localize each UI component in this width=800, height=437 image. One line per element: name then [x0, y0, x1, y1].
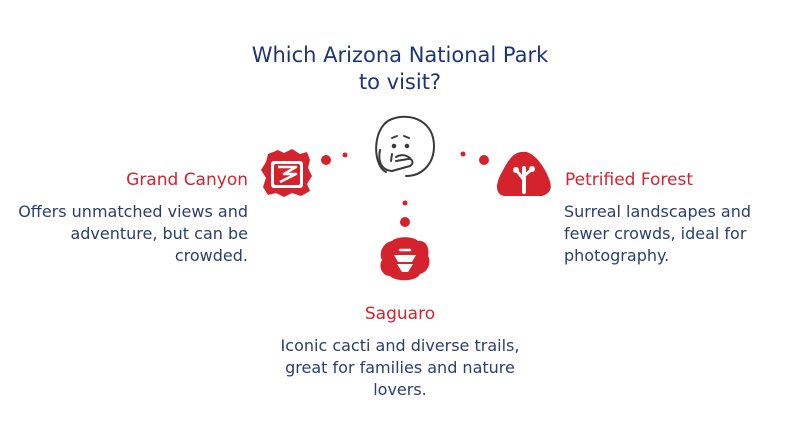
thinking-face-icon	[375, 115, 435, 177]
option-title-saguaro: Saguaro	[364, 304, 436, 324]
tree-icon	[497, 151, 551, 196]
option-title-petrified-forest: Petrified Forest	[565, 170, 694, 190]
cactus-icon	[380, 237, 430, 281]
page-title: Which Arizona National Park to visit?	[251, 43, 549, 94]
option-title-grand-canyon: Grand Canyon	[126, 170, 248, 190]
canyon-icon	[261, 149, 312, 197]
option-description-grand-canyon: Offers unmatched views and adventure, bu…	[18, 202, 248, 265]
option-description-petrified-forest: Surreal landscapes and fewer crowds, ide…	[564, 202, 752, 265]
connector-dots	[321, 151, 489, 227]
option-description-saguaro: Iconic cacti and diverse trails, great f…	[280, 336, 520, 399]
